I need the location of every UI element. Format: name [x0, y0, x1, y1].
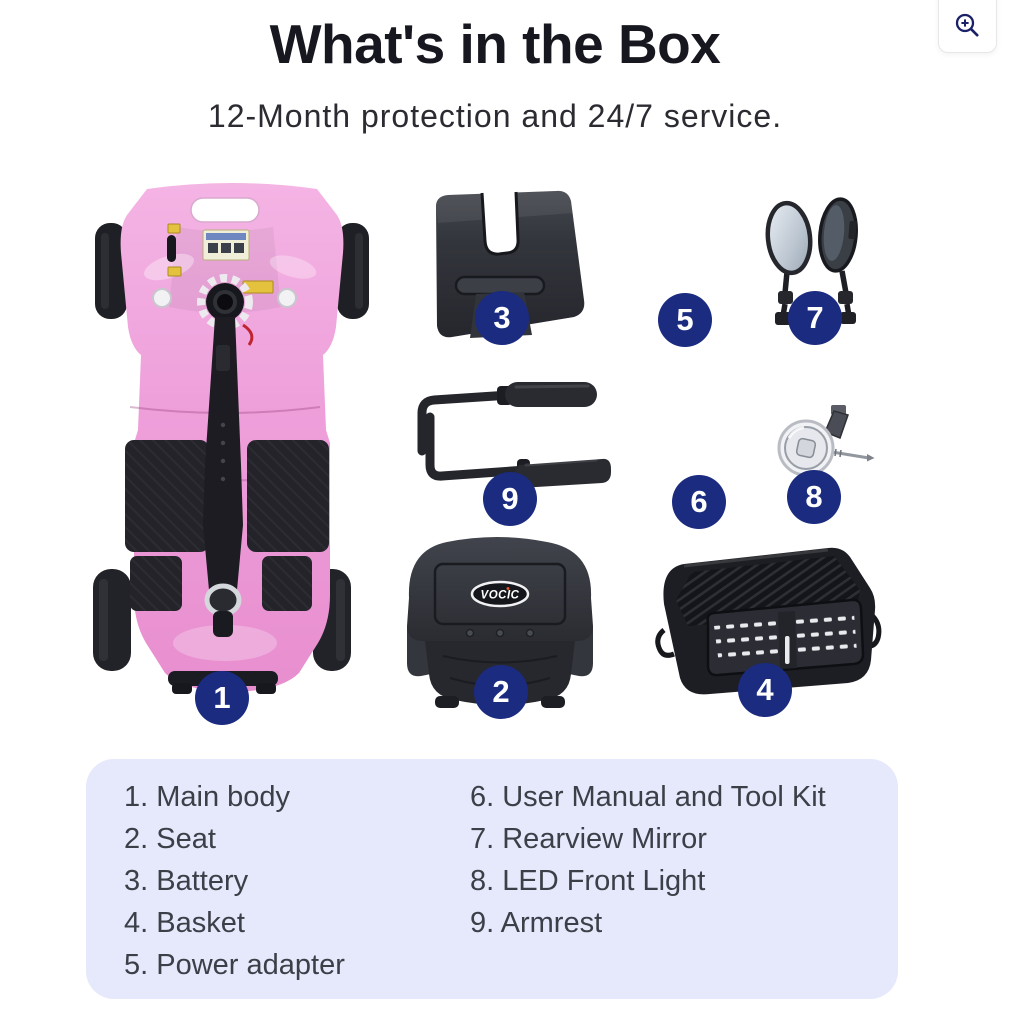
seat-logo-text: VOCIC — [481, 590, 520, 602]
badge-number: 6 — [690, 484, 708, 519]
badge-rearview-mirror: 7 — [788, 291, 842, 345]
magnifier-zoom-in-icon — [955, 13, 979, 37]
badge-number: 5 — [676, 302, 694, 337]
badge-user-manual: 6 — [672, 475, 726, 529]
badge-number: 8 — [805, 479, 823, 514]
vocic-logo-badge — [470, 580, 530, 608]
badge-battery: 3 — [475, 291, 529, 345]
badge-number: 9 — [501, 481, 519, 516]
badge-seat: 2 — [474, 665, 528, 719]
badge-number: 7 — [806, 300, 824, 335]
legend-item: 5. Power adapter — [124, 949, 345, 981]
zoom-button[interactable] — [938, 0, 997, 53]
badge-basket: 4 — [738, 663, 792, 717]
legend-column-left: 1. Main body 2. Seat 3. Battery 4. Baske… — [124, 776, 470, 999]
basket-image — [655, 547, 882, 695]
legend-item: 6. User Manual and Tool Kit — [470, 781, 826, 813]
page-title: What's in the Box — [269, 13, 721, 75]
led-front-light-image — [777, 405, 875, 477]
badge-number: 4 — [756, 672, 774, 707]
legend-item: 3. Battery — [124, 865, 249, 897]
legend-item: 8. LED Front Light — [470, 865, 706, 897]
badge-number: 1 — [213, 680, 231, 715]
legend-item: 4. Basket — [124, 907, 245, 939]
badge-number: 2 — [492, 674, 510, 709]
rearview-mirror-image — [765, 197, 858, 325]
seat-image: VOCIC — [407, 537, 593, 708]
badge-led-front-light: 8 — [787, 470, 841, 524]
armrest-image — [417, 382, 611, 489]
legend-item: 2. Seat — [124, 823, 216, 855]
legend-column-right: 6. User Manual and Tool Kit 7. Rearview … — [470, 776, 826, 999]
legend-item: 1. Main body — [124, 781, 291, 813]
badge-number: 3 — [493, 300, 511, 335]
badge-main-body: 1 — [195, 671, 249, 725]
main-body-image — [93, 183, 369, 694]
legend-panel: 1. Main body 2. Seat 3. Battery 4. Baske… — [86, 759, 898, 999]
badge-armrest: 9 — [483, 472, 537, 526]
legend-item: 9. Armrest — [470, 907, 603, 939]
badge-power-adapter: 5 — [658, 293, 712, 347]
page-subtitle: 12-Month protection and 24/7 service. — [207, 98, 783, 134]
section-header: What's in the Box 12-Month protection an… — [0, 0, 990, 135]
legend-item: 7. Rearview Mirror — [470, 823, 707, 855]
